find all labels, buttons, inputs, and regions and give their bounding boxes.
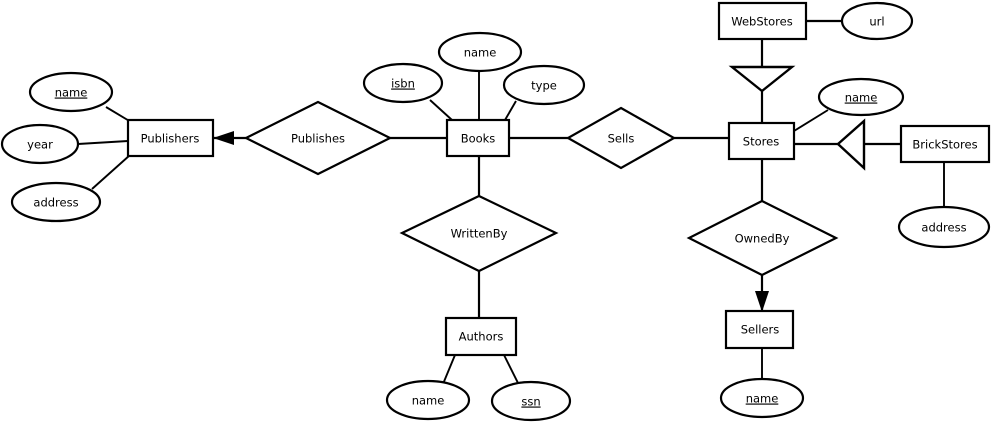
entity-publishers-label: Publishers <box>141 132 200 146</box>
edge-publishers-name <box>105 106 132 123</box>
attribute-books-isbn-ellipse[interactable] <box>362 62 444 104</box>
entity-publishers-box[interactable] <box>126 118 215 158</box>
entity-authors-box[interactable] <box>444 316 518 357</box>
attribute-publishers-name-label: name <box>55 86 88 100</box>
entity-sellers-box[interactable] <box>724 309 795 350</box>
entity-authors-label: Authors <box>459 330 504 344</box>
relationship-publishes-label: Publishes <box>291 132 345 146</box>
attribute-publishers-address-ellipse[interactable] <box>10 181 102 223</box>
attribute-stores-name-label: name <box>845 91 878 105</box>
edge-stores-name <box>793 109 829 132</box>
edge-publishers-year <box>77 140 129 145</box>
entity-books-label: Books <box>461 132 496 146</box>
attribute-brickstores-address-ellipse[interactable] <box>897 205 991 249</box>
attribute-webstores-url-ellipse[interactable] <box>840 1 914 41</box>
isa-layer <box>728 65 866 171</box>
relationship-writtenby-label: WrittenBy <box>451 227 508 241</box>
entity-stores-box[interactable] <box>727 121 796 161</box>
attribute-authors-name-ellipse[interactable] <box>385 379 471 421</box>
isa-triangle-brickstores <box>836 118 866 171</box>
attribute-webstores-url-label: url <box>869 15 884 29</box>
relationship-publishes-diamond[interactable] <box>243 100 393 176</box>
entity-sellers-label: Sellers <box>741 323 780 337</box>
edge-authors-name <box>442 354 456 385</box>
entity-webstores-box[interactable] <box>717 1 808 41</box>
entity-brickstores-label: BrickStores <box>912 138 977 152</box>
edge-books-isbn <box>429 99 453 121</box>
attribute-books-type-ellipse[interactable] <box>502 64 586 106</box>
attribute-stores-name-ellipse[interactable] <box>817 77 905 117</box>
entity-stores-label: Stores <box>743 135 779 149</box>
relationship-writtenby-diamond[interactable] <box>399 194 559 273</box>
entity-books-box[interactable] <box>445 118 511 158</box>
attribute-authors-ssn-ellipse[interactable] <box>490 380 572 422</box>
entity-webstores-label: WebStores <box>731 15 792 29</box>
edge-authors-ssn <box>503 354 520 386</box>
attribute-publishers-year-label: year <box>27 138 53 152</box>
attribute-publishers-name-ellipse[interactable] <box>28 71 114 113</box>
isa-triangle-webstores <box>728 65 796 93</box>
entity-brickstores-box[interactable] <box>899 124 991 164</box>
edge-books-type <box>504 100 517 121</box>
edge-publishers-address <box>91 154 131 190</box>
attribute-publishers-address-label: address <box>33 196 78 210</box>
attribute-books-name-ellipse[interactable] <box>437 31 523 73</box>
attribute-sellers-name-ellipse[interactable] <box>719 377 805 419</box>
relationship-ownedby-diamond[interactable] <box>686 199 839 277</box>
relationship-sells-label: Sells <box>608 132 635 146</box>
attribute-books-name-label: name <box>464 46 497 60</box>
edge-layer <box>77 19 945 386</box>
attribute-authors-ssn-label: ssn <box>521 395 540 409</box>
entity-layer: Publishers Books Stores WebStores BrickS… <box>126 1 991 357</box>
attribute-authors-name-label: name <box>412 394 445 408</box>
attribute-books-type-label: type <box>531 79 557 93</box>
relationship-sells-diamond[interactable] <box>565 106 677 170</box>
relationship-ownedby-label: OwnedBy <box>735 232 790 246</box>
relationship-layer: Publishes Sells WrittenBy OwnedBy <box>243 100 839 277</box>
attribute-publishers-year-ellipse[interactable] <box>0 123 80 165</box>
attribute-brickstores-address-label: address <box>921 221 966 235</box>
attribute-sellers-name-label: name <box>746 392 779 406</box>
arrowhead-publishes-publishers <box>213 131 234 145</box>
attribute-books-isbn-label: isbn <box>391 77 415 91</box>
arrowhead-ownedby-sellers <box>755 291 769 312</box>
